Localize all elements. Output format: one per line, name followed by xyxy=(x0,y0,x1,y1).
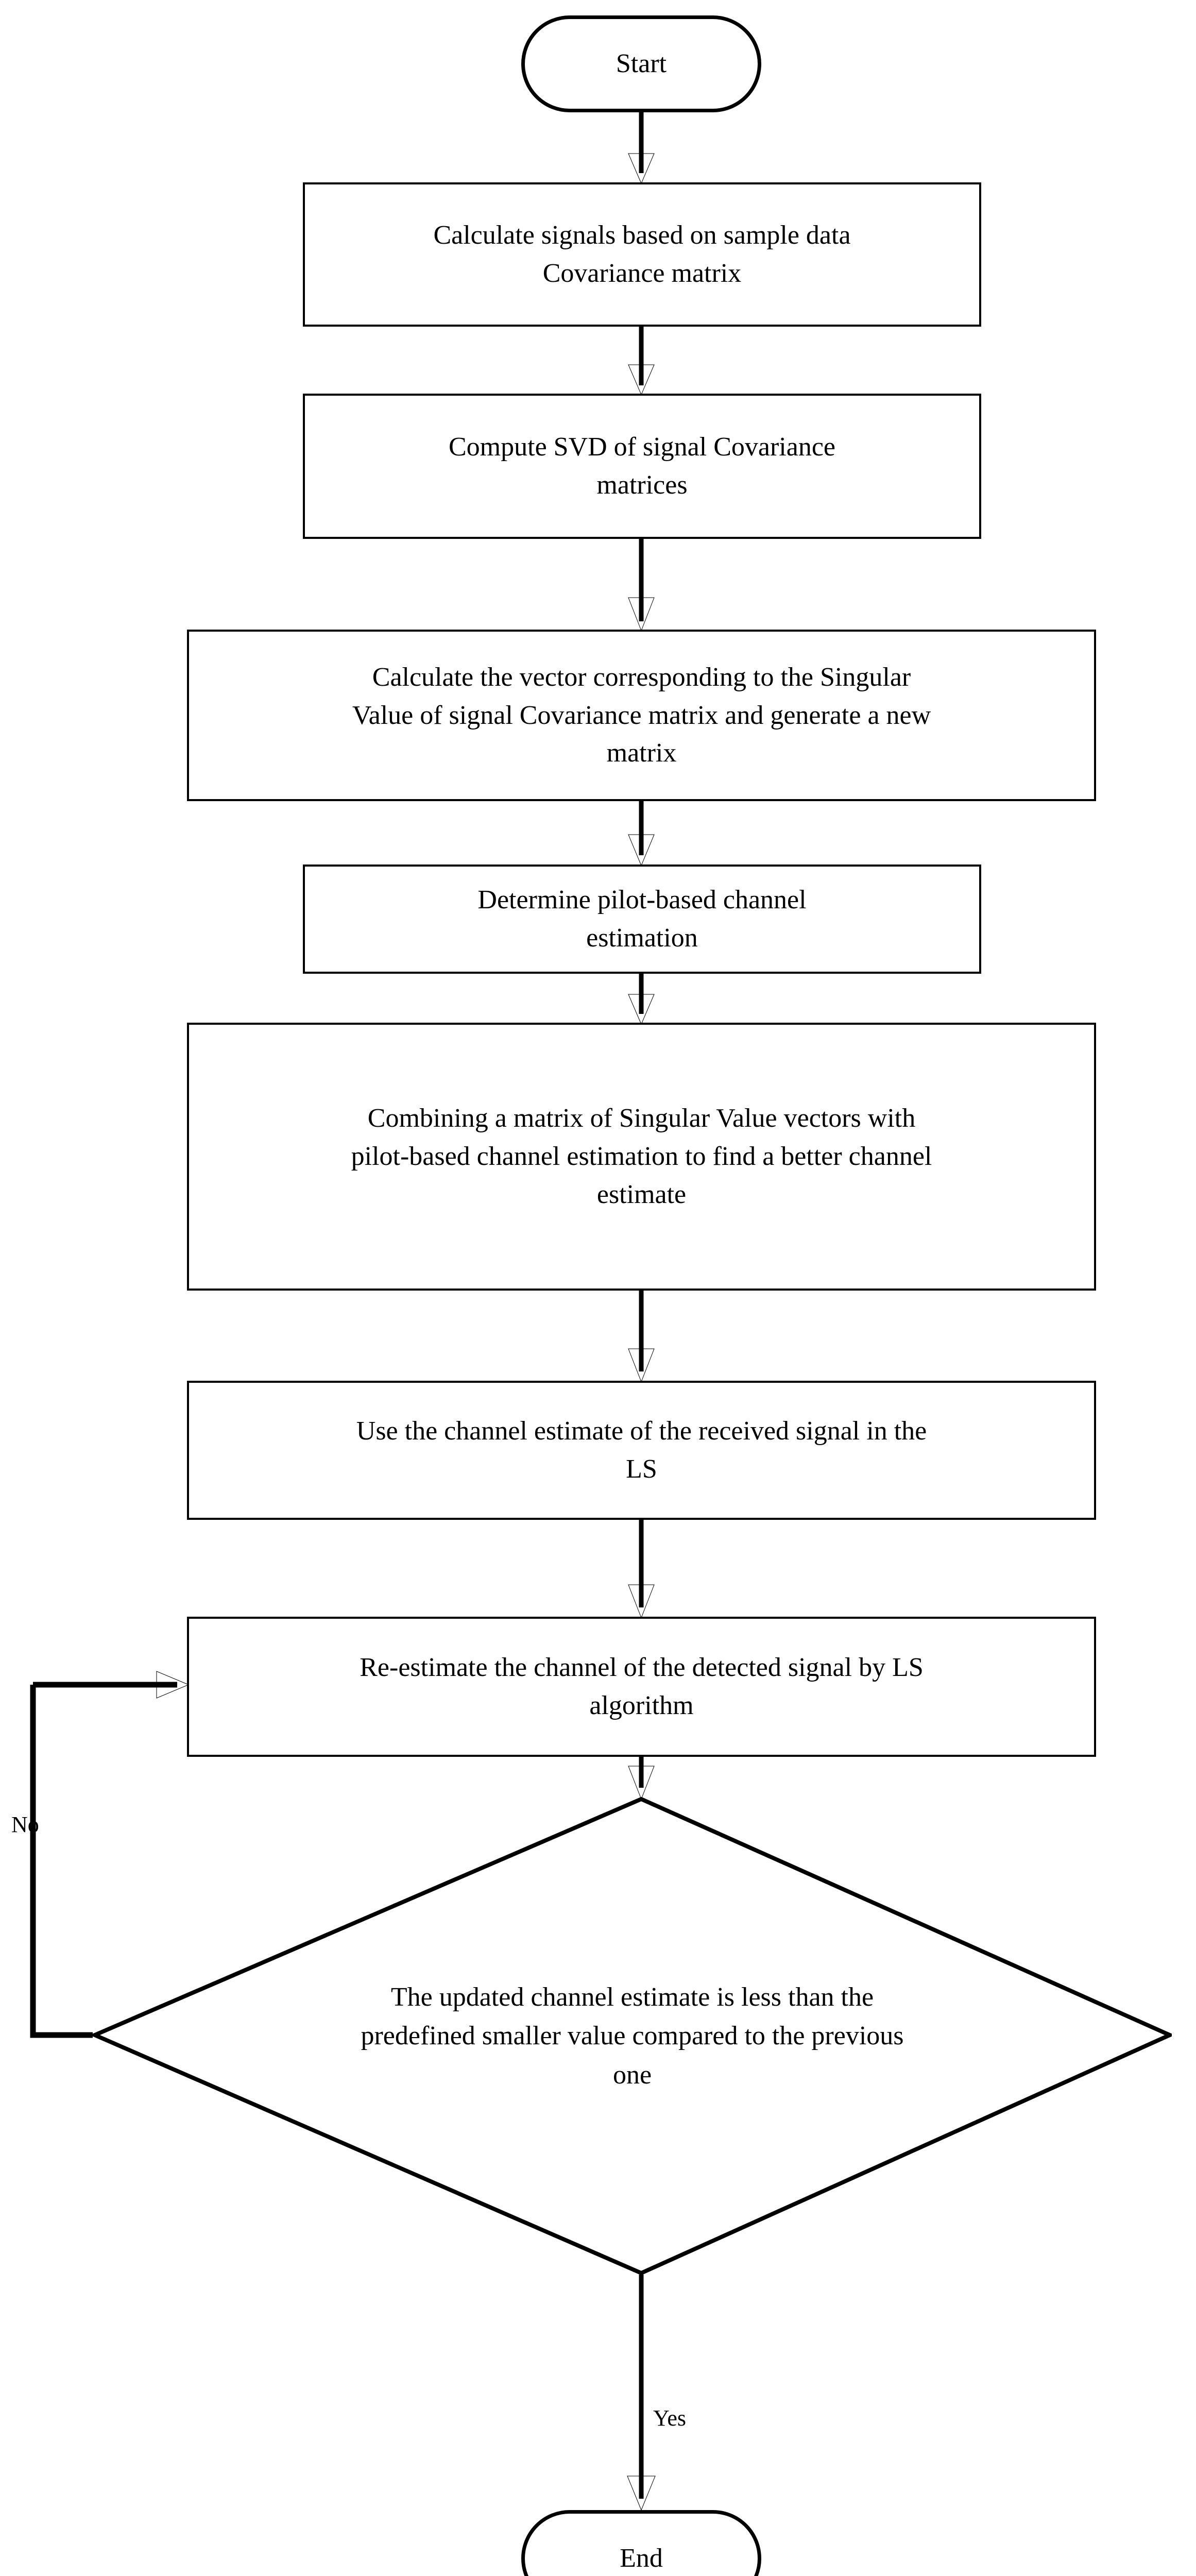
node-end-label: End xyxy=(620,2544,663,2573)
node-calc-vector[interactable]: Calculate the vector corresponding to th… xyxy=(187,630,1096,801)
node-re-estimate-label: Re-estimate the channel of the detected … xyxy=(360,1653,924,1720)
arrowhead-use-estimate-ls-to-re-estimate xyxy=(628,1584,655,1619)
node-decision[interactable]: The updated channel estimate is less tha… xyxy=(93,1797,1172,2275)
node-decision-label: The updated channel estimate is less tha… xyxy=(361,1982,904,2090)
edge-label-no: No xyxy=(11,1812,39,1837)
arrowhead-start-to-calc-covariance xyxy=(628,153,655,184)
connector-decision-no-loop xyxy=(30,1685,93,2038)
arrowhead-compute-svd-to-calc-vector xyxy=(628,597,655,632)
arrowhead-calc-vector-to-pilot-estimation xyxy=(628,834,655,867)
arrowhead-re-estimate-to-decision xyxy=(628,1766,655,1800)
edge-label-yes: Yes xyxy=(653,2405,687,2431)
arrowhead-decision-no-loop xyxy=(156,1671,190,1699)
node-start-label: Start xyxy=(616,49,667,79)
node-decision-text: The updated channel estimate is less tha… xyxy=(93,1797,1172,2275)
arrowhead-combine-matrix-to-use-estimate-ls xyxy=(628,1348,655,1383)
node-compute-svd[interactable]: Compute SVD of signal Covariance matrice… xyxy=(303,394,981,539)
node-calc-covariance-label: Calculate signals based on sample data C… xyxy=(433,221,851,288)
node-combine-matrix[interactable]: Combining a matrix of Singular Value vec… xyxy=(187,1023,1096,1291)
node-use-estimate-ls[interactable]: Use the channel estimate of the received… xyxy=(187,1381,1096,1520)
decision-diamond-shape xyxy=(93,1797,1172,2275)
node-combine-matrix-label: Combining a matrix of Singular Value vec… xyxy=(351,1104,932,1209)
arrowhead-pilot-estimation-to-combine-matrix xyxy=(628,994,655,1025)
node-calc-vector-label: Calculate the vector corresponding to th… xyxy=(352,662,931,768)
node-calc-covariance[interactable]: Calculate signals based on sample data C… xyxy=(303,182,981,327)
node-end[interactable]: End xyxy=(521,2510,761,2576)
arrowhead-calc-covariance-to-compute-svd xyxy=(628,364,655,396)
node-pilot-estimation-label: Determine pilot-based channel estimation xyxy=(477,885,807,953)
node-re-estimate[interactable]: Re-estimate the channel of the detected … xyxy=(187,1617,1096,1757)
node-start[interactable]: Start xyxy=(521,15,761,112)
arrowhead-decision-yes-to-end xyxy=(627,2476,656,2511)
node-pilot-estimation[interactable]: Determine pilot-based channel estimation xyxy=(303,865,981,974)
node-compute-svd-label: Compute SVD of signal Covariance matrice… xyxy=(449,432,835,500)
node-use-estimate-ls-label: Use the channel estimate of the received… xyxy=(356,1416,927,1484)
